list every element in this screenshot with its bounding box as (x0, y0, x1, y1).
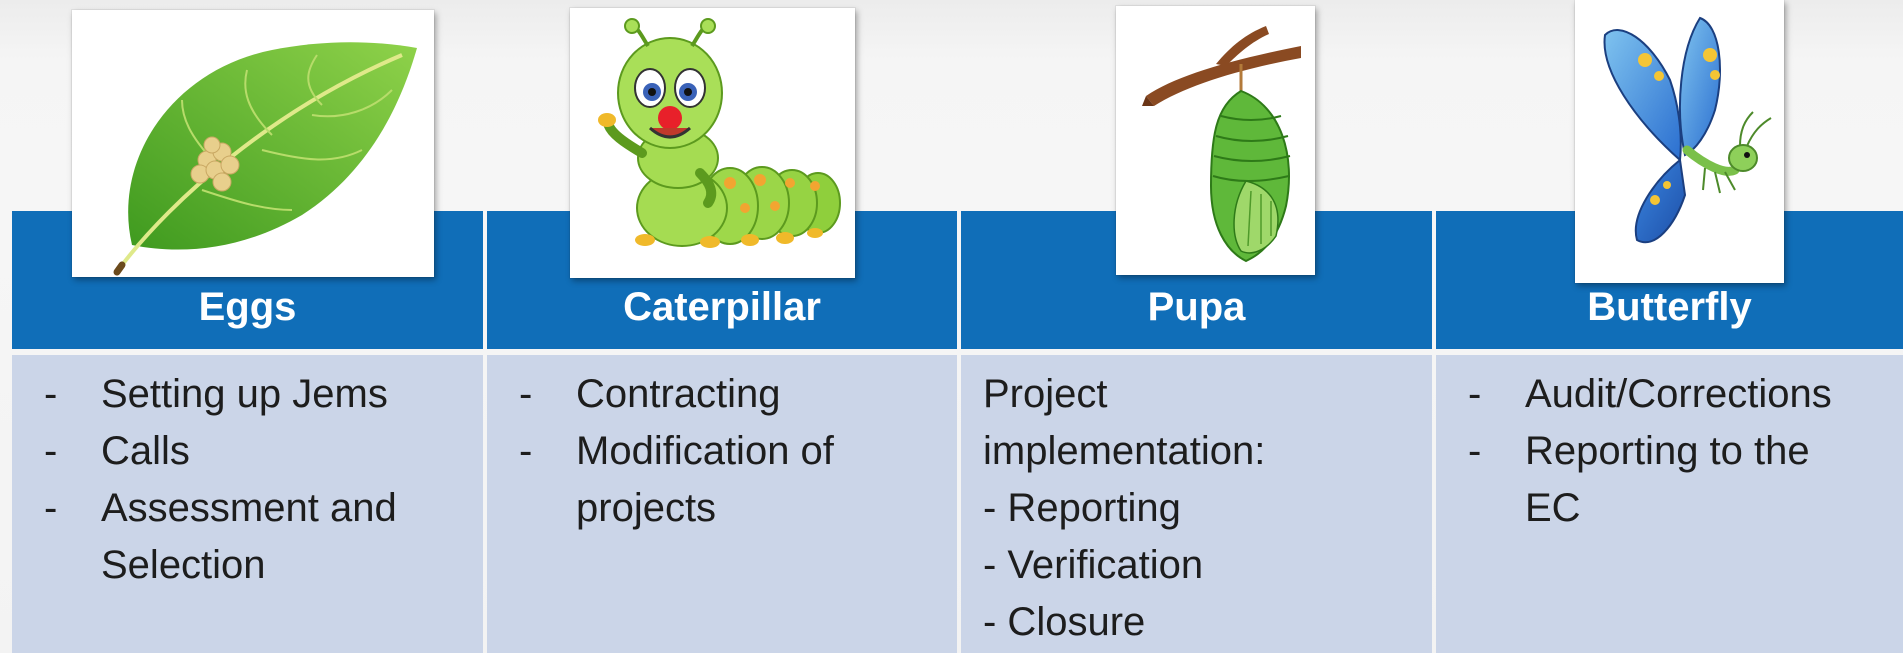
stage-title-caterpillar: Caterpillar (623, 285, 821, 329)
list-item: -Reporting to the EC (1458, 423, 1893, 537)
leaf-icon (113, 42, 417, 276)
list-item: -Audit/Corrections (1458, 366, 1893, 423)
stage-title-pupa: Pupa (1147, 285, 1246, 329)
bullet-dash: - (44, 372, 58, 416)
list-item: -Calls (34, 423, 473, 480)
item-text: Setting up Jems (101, 372, 388, 416)
bullet-dash: - (44, 486, 58, 530)
body-cell-pupa: Project implementation: - Reporting - Ve… (961, 355, 1432, 653)
stage-title-butterfly: Butterfly (1587, 285, 1752, 329)
butterfly-image (1575, 0, 1784, 283)
bullet-dash: - (1468, 429, 1482, 473)
item-text: Audit/Corrections (1525, 372, 1832, 416)
caterpillar-icon (598, 18, 841, 248)
pupa-line: - Closure (983, 600, 1146, 644)
header-cell-caterpillar: Caterpillar (487, 211, 957, 349)
eggs-item-list: -Setting up Jems -Calls -Assessment and … (34, 366, 473, 594)
caterpillar-image (570, 8, 855, 278)
item-text: Assessment and Selection (101, 486, 397, 587)
list-item: -Contracting (509, 366, 947, 423)
leaf-eggs-image (72, 10, 434, 277)
list-item: -Modification of projects (509, 423, 947, 537)
item-text: Contracting (576, 372, 781, 416)
pupa-heading: Project implementation: (983, 372, 1266, 473)
body-cell-caterpillar: -Contracting -Modification of projects (487, 355, 957, 653)
body-cell-eggs: -Setting up Jems -Calls -Assessment and … (12, 355, 483, 653)
butterfly-item-list: -Audit/Corrections -Reporting to the EC (1458, 366, 1893, 537)
chrysalis-icon (1142, 26, 1301, 263)
body-cell-butterfly: -Audit/Corrections -Reporting to the EC (1436, 355, 1903, 653)
pupa-line: - Verification (983, 543, 1204, 587)
bullet-dash: - (1468, 372, 1482, 416)
item-text: Reporting to the EC (1525, 429, 1810, 530)
list-item: -Setting up Jems (34, 366, 473, 423)
chrysalis-image (1116, 6, 1315, 275)
stage-title-eggs: Eggs (198, 285, 297, 329)
pupa-text-block: Project implementation: - Reporting - Ve… (983, 366, 1422, 651)
item-text: Modification of projects (576, 429, 834, 530)
bullet-dash: - (519, 429, 533, 473)
pupa-line: - Reporting (983, 486, 1181, 530)
butterfly-icon (1603, 16, 1772, 244)
caterpillar-item-list: -Contracting -Modification of projects (509, 366, 947, 537)
bullet-dash: - (44, 429, 58, 473)
item-text: Calls (101, 429, 190, 473)
list-item: -Assessment and Selection (34, 480, 473, 594)
bullet-dash: - (519, 372, 533, 416)
